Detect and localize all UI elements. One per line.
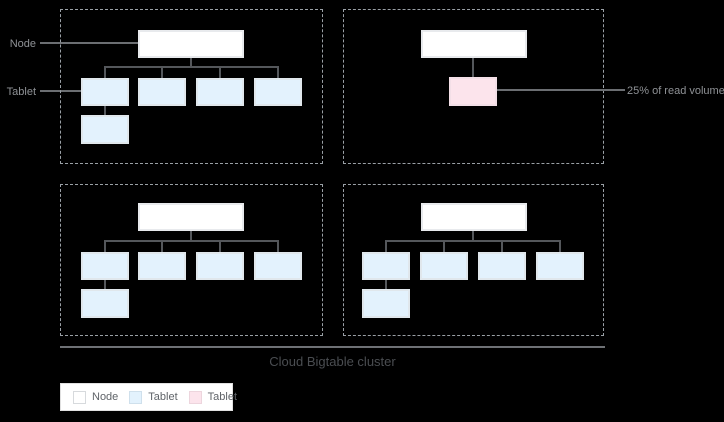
tablet-box	[81, 252, 129, 280]
hot-tablet-annotation-line	[497, 89, 625, 91]
connector-line	[104, 68, 106, 78]
tablet-box	[81, 78, 129, 106]
node-annotation-line	[40, 42, 138, 44]
connector-line	[385, 240, 561, 242]
node-annotation-label: Node	[9, 38, 36, 50]
connector-line	[161, 242, 163, 252]
connector-line	[104, 106, 106, 115]
hot-tablet-swatch	[188, 390, 202, 404]
connector-line	[472, 58, 474, 77]
hot-tablet-annotation-label: 25% of read volume	[627, 85, 724, 97]
legend-item-node: Node	[73, 390, 119, 404]
tablet-box	[536, 252, 584, 280]
connector-line	[501, 242, 503, 252]
connector-line	[472, 231, 474, 240]
zone-top-right	[343, 9, 604, 164]
node-box	[138, 30, 244, 58]
tablet-swatch	[129, 390, 143, 404]
legend-label: Tablet	[207, 391, 238, 403]
connector-line	[104, 240, 279, 242]
legend: Node Tablet Tablet	[60, 383, 237, 411]
tablet-box	[81, 289, 129, 318]
tablet-box	[254, 252, 302, 280]
connector-line	[385, 280, 387, 289]
connector-line	[104, 280, 106, 289]
legend-item-hot-tablet: Tablet	[188, 390, 238, 404]
connector-line	[277, 242, 279, 252]
zone-bottom-left	[60, 184, 323, 336]
tablet-box	[420, 252, 468, 280]
connector-line	[190, 231, 192, 240]
connector-line	[190, 58, 192, 66]
zone-top-left	[60, 9, 323, 164]
tablet-box	[478, 252, 526, 280]
connector-line	[443, 242, 445, 252]
cluster-boundary-line	[60, 346, 605, 348]
connector-line	[104, 242, 106, 252]
node-box	[421, 30, 527, 58]
diagram-caption: Cloud Bigtable cluster	[269, 354, 396, 369]
legend-item-tablet: Tablet	[129, 390, 178, 404]
zone-bottom-right	[343, 184, 604, 336]
tablet-box	[362, 289, 410, 318]
node-swatch	[73, 390, 86, 404]
connector-line	[219, 242, 221, 252]
connector-line	[104, 66, 279, 68]
tablet-box	[196, 78, 244, 106]
legend-label: Tablet	[148, 391, 178, 403]
node-box	[138, 203, 244, 231]
tablet-box	[138, 78, 186, 106]
tablet-box	[81, 115, 129, 144]
node-box	[421, 203, 527, 231]
tablet-box	[196, 252, 244, 280]
connector-line	[385, 242, 387, 252]
tablet-box	[138, 252, 186, 280]
legend-label: Node	[92, 391, 119, 403]
tablet-box	[254, 78, 302, 106]
connector-line	[559, 242, 561, 252]
connector-line	[161, 68, 163, 78]
tablet-annotation-label: Tablet	[6, 86, 36, 98]
tablet-box	[362, 252, 410, 280]
hot-tablet-box	[449, 77, 497, 106]
connector-line	[219, 68, 221, 78]
connector-line	[277, 68, 279, 78]
